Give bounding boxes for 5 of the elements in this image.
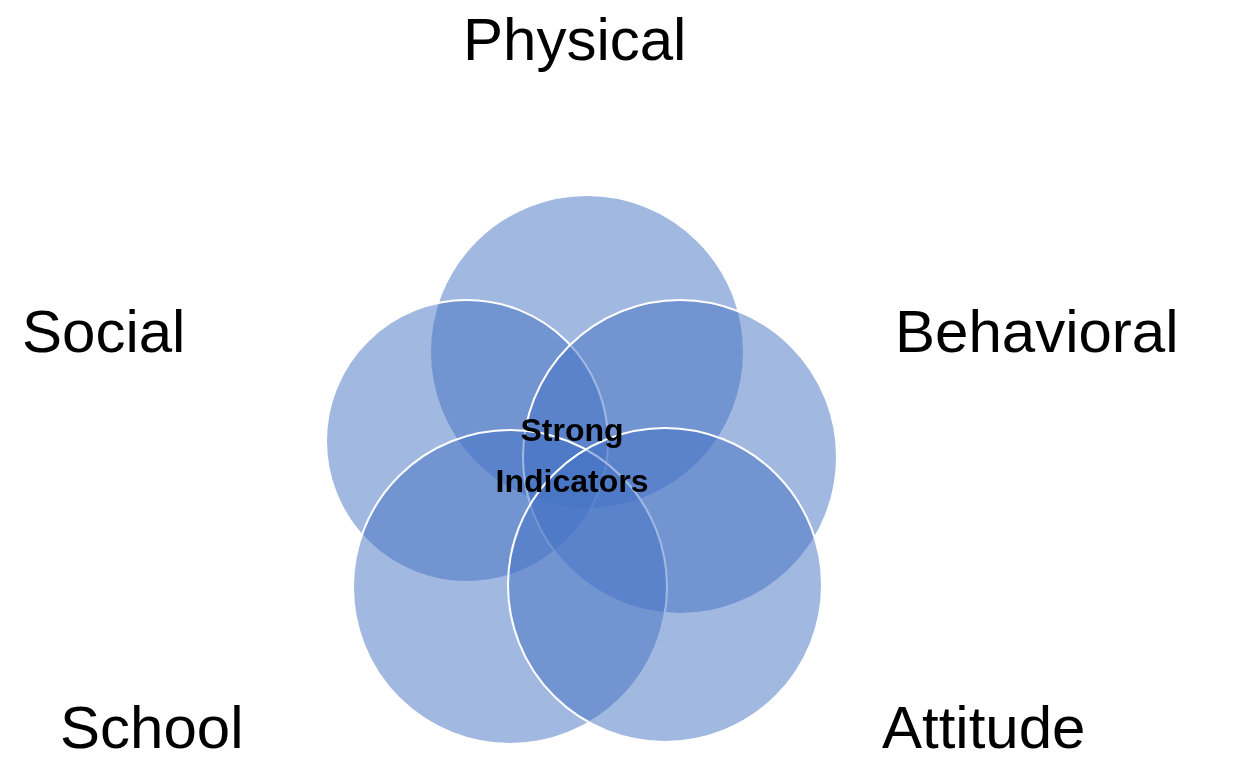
circle-heading: Attitude [882, 698, 1086, 758]
circle-heading: Social [22, 302, 186, 362]
circle-heading: School [60, 698, 244, 758]
circle-heading: Behavioral [895, 302, 1179, 362]
circle-heading: Physical [463, 10, 687, 70]
